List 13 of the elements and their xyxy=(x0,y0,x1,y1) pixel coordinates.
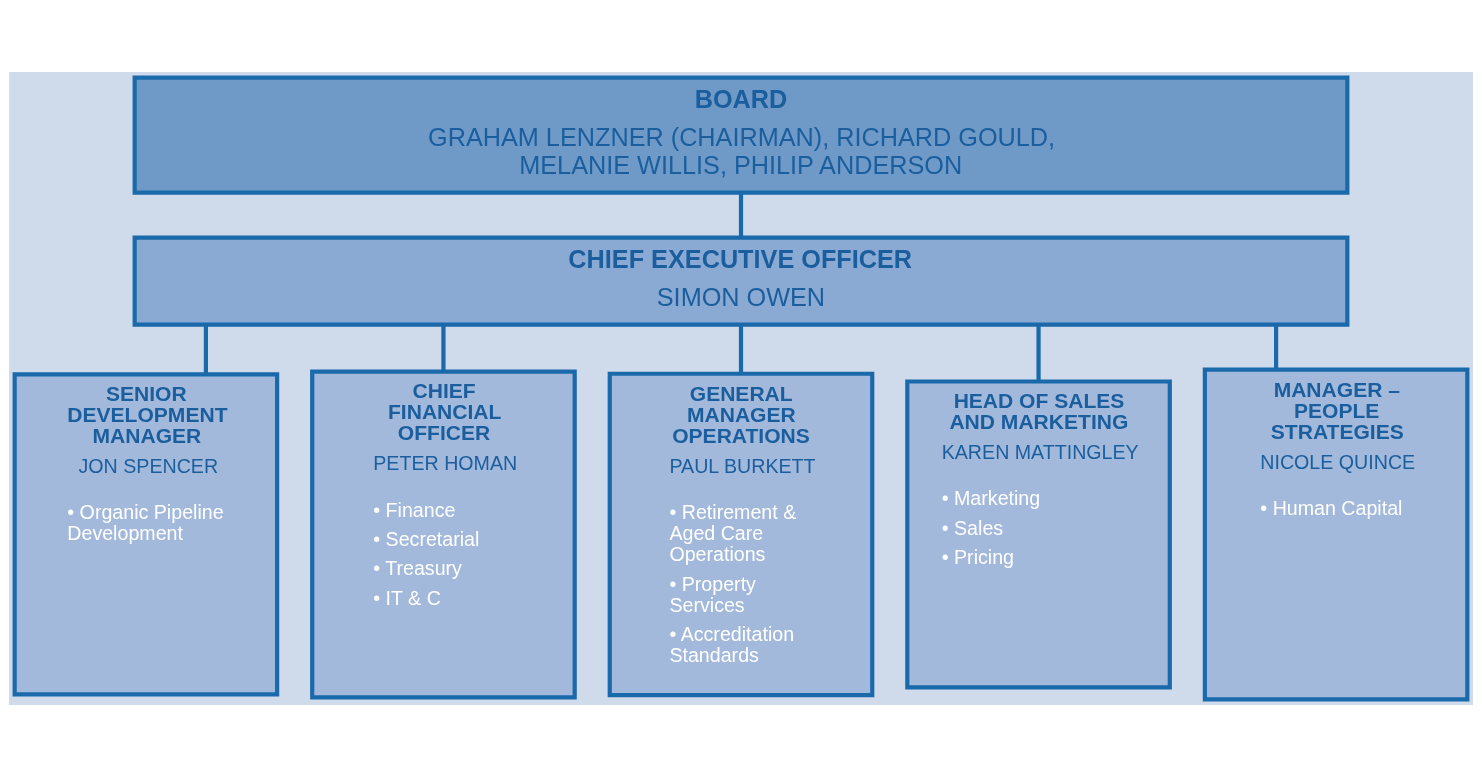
connector xyxy=(1036,324,1041,381)
node-box: BOARD GRAHAM LENZNER (CHAIRMAN), RICHARD GOULD, MELANIE WILLIS, PHILIP ANDERSON xyxy=(132,75,1350,195)
connector xyxy=(738,192,744,238)
node-box: CHIEF FINANCIAL OFFICER PETER HOMAN • Finance • Secretarial • Treasury • IT & C xyxy=(310,369,577,700)
connector xyxy=(738,324,744,374)
node-box: GENERAL MANAGER OPERATIONS PAUL BURKETT • Retirement & Aged Care Operations • Property Services • Accreditation Standards xyxy=(607,371,875,698)
node-box: MANAGER – PEOPLE STRATEGIES NICOLE QUINCE • Human Capital xyxy=(1202,367,1470,702)
node-box: SENIOR DEVELOPMENT MANAGER JON SPENCER • Organic Pipeline Development xyxy=(12,372,280,697)
connector xyxy=(441,324,446,372)
node-box: CHIEF EXECUTIVE OFFICER SIMON OWEN xyxy=(132,235,1350,327)
node-box: HEAD OF SALES AND MARKETING KAREN MATTINGLEY • Marketing • Sales • Pricing xyxy=(905,379,1172,690)
connector xyxy=(1274,324,1279,370)
connector xyxy=(203,324,208,375)
